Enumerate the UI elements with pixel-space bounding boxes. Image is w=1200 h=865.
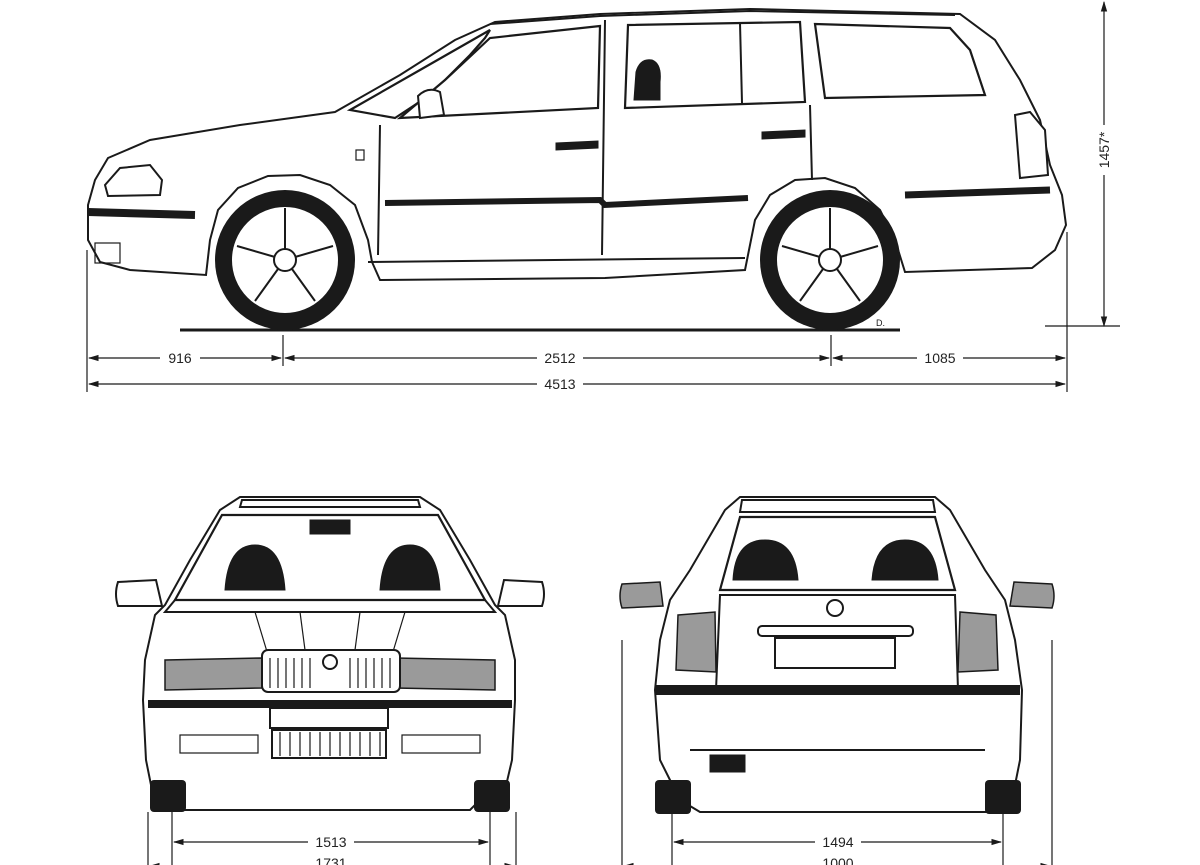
tail-light-side <box>1013 110 1050 180</box>
front-track-value: 1513 <box>315 834 346 850</box>
front-badge <box>322 654 338 670</box>
headlight-side <box>103 163 164 198</box>
height-value: 1457* <box>1096 131 1112 168</box>
front-lower-grille <box>271 729 387 759</box>
side-dimensions: 916 2512 1085 4513 1457* <box>86 0 1120 392</box>
front-dimensions: 1513 1731 <box>147 812 517 865</box>
headrest <box>633 59 661 101</box>
rear-bumper-strip <box>904 186 1051 199</box>
front-bumper-strip <box>87 208 196 219</box>
front-mirror-right <box>496 578 545 607</box>
rear-exhaust <box>709 754 746 773</box>
front-fog-left <box>179 734 259 754</box>
rear-mirror-right <box>1009 581 1055 609</box>
front-window <box>396 24 602 120</box>
side-molding <box>384 195 749 209</box>
front-roof-strip <box>238 499 422 508</box>
wheelbase-value: 2512 <box>544 350 575 366</box>
front-right-seat <box>379 544 441 591</box>
drafter-mark: D. <box>876 318 885 328</box>
roof-rail <box>489 9 956 25</box>
rear-door-handle <box>761 129 806 140</box>
front-width-value: 1731 <box>315 855 346 865</box>
front-tyre-left <box>150 780 186 812</box>
rear-view-mirror <box>309 519 351 535</box>
front-wheel <box>215 190 355 330</box>
rear-dimensions: 1494 1000 <box>621 640 1053 865</box>
rear-tyre-right <box>985 780 1021 814</box>
front-view <box>115 496 545 812</box>
front-left-seat <box>224 544 286 591</box>
front-plate-area <box>269 707 389 729</box>
side-view: D. <box>87 7 1068 332</box>
overall-length-value: 4513 <box>544 376 575 392</box>
windshield <box>346 29 491 120</box>
front-mirror-left <box>115 578 164 607</box>
rear-badge <box>826 599 844 617</box>
door-seams <box>377 19 813 256</box>
fog-light-side <box>94 242 121 264</box>
rear-overhang-value: 1085 <box>924 350 955 366</box>
rear-door-window <box>623 20 807 110</box>
rear-view <box>619 496 1055 814</box>
front-door-handle <box>555 140 599 151</box>
rear-plate-trim <box>757 625 914 637</box>
side-sill <box>367 257 746 263</box>
rear-width-value: 1000 <box>822 855 853 865</box>
front-overhang-value: 916 <box>168 350 192 366</box>
rear-plate <box>774 637 896 669</box>
rear-tyre-left <box>655 780 691 814</box>
quarter-window <box>813 22 987 100</box>
rear-roof-strip <box>738 499 937 513</box>
rear-wheel <box>760 190 900 330</box>
rear-left-headrest <box>732 539 799 581</box>
rear-tail-lights <box>675 611 999 673</box>
front-fog-right <box>401 734 481 754</box>
front-tyre-right <box>474 780 510 812</box>
front-bonnet <box>162 599 498 613</box>
fuel-flap <box>355 149 365 161</box>
rear-mirror-left <box>619 581 664 609</box>
side-mirror <box>416 88 446 120</box>
window-pillar <box>739 22 743 104</box>
rear-right-headrest <box>871 539 939 581</box>
rear-track-value: 1494 <box>822 834 853 850</box>
